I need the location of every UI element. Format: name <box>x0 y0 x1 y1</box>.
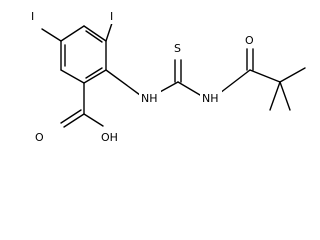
bond-nh2-co <box>219 69 251 94</box>
bond-ring-nh1 <box>105 69 141 96</box>
molecule-structure: I I S O NH NH O OH <box>29 8 306 145</box>
bond-ring-2 <box>83 25 107 42</box>
bond-nh1-cs <box>157 81 179 94</box>
bond-ring-1 <box>60 25 85 42</box>
atom-label-amide-oxygen: O <box>245 34 254 47</box>
bond-cq-me1 <box>279 67 306 83</box>
bond-c-i1 <box>41 28 62 42</box>
atom-label-acid-oxygen: O <box>35 131 44 144</box>
bond-c-o-double-b <box>60 109 82 124</box>
bond-ring-5 <box>60 69 85 84</box>
atom-label-iodine-2: I <box>110 10 113 23</box>
atom-label-nh-2: NH <box>202 92 219 105</box>
bond-ring-inner-2 <box>85 67 103 79</box>
bonds <box>41 19 306 128</box>
bond-cs-nh2 <box>177 81 201 96</box>
atom-labels: I I S O NH NH O OH <box>29 8 257 145</box>
atom-label-hydroxyl: OH <box>101 131 118 144</box>
bond-co-cq <box>249 69 281 83</box>
bond-c-o-double-a <box>63 113 85 128</box>
bond-ring-4 <box>83 69 107 84</box>
bond-cq-me3 <box>269 81 281 111</box>
bond-cq-me2 <box>279 81 291 111</box>
atom-label-sulfur: S <box>174 42 181 55</box>
atom-label-iodine-1: I <box>31 10 34 23</box>
atom-label-nh-1: NH <box>141 92 158 105</box>
bond-ring-inner-1 <box>85 30 103 43</box>
bond-c-oh <box>83 113 104 127</box>
